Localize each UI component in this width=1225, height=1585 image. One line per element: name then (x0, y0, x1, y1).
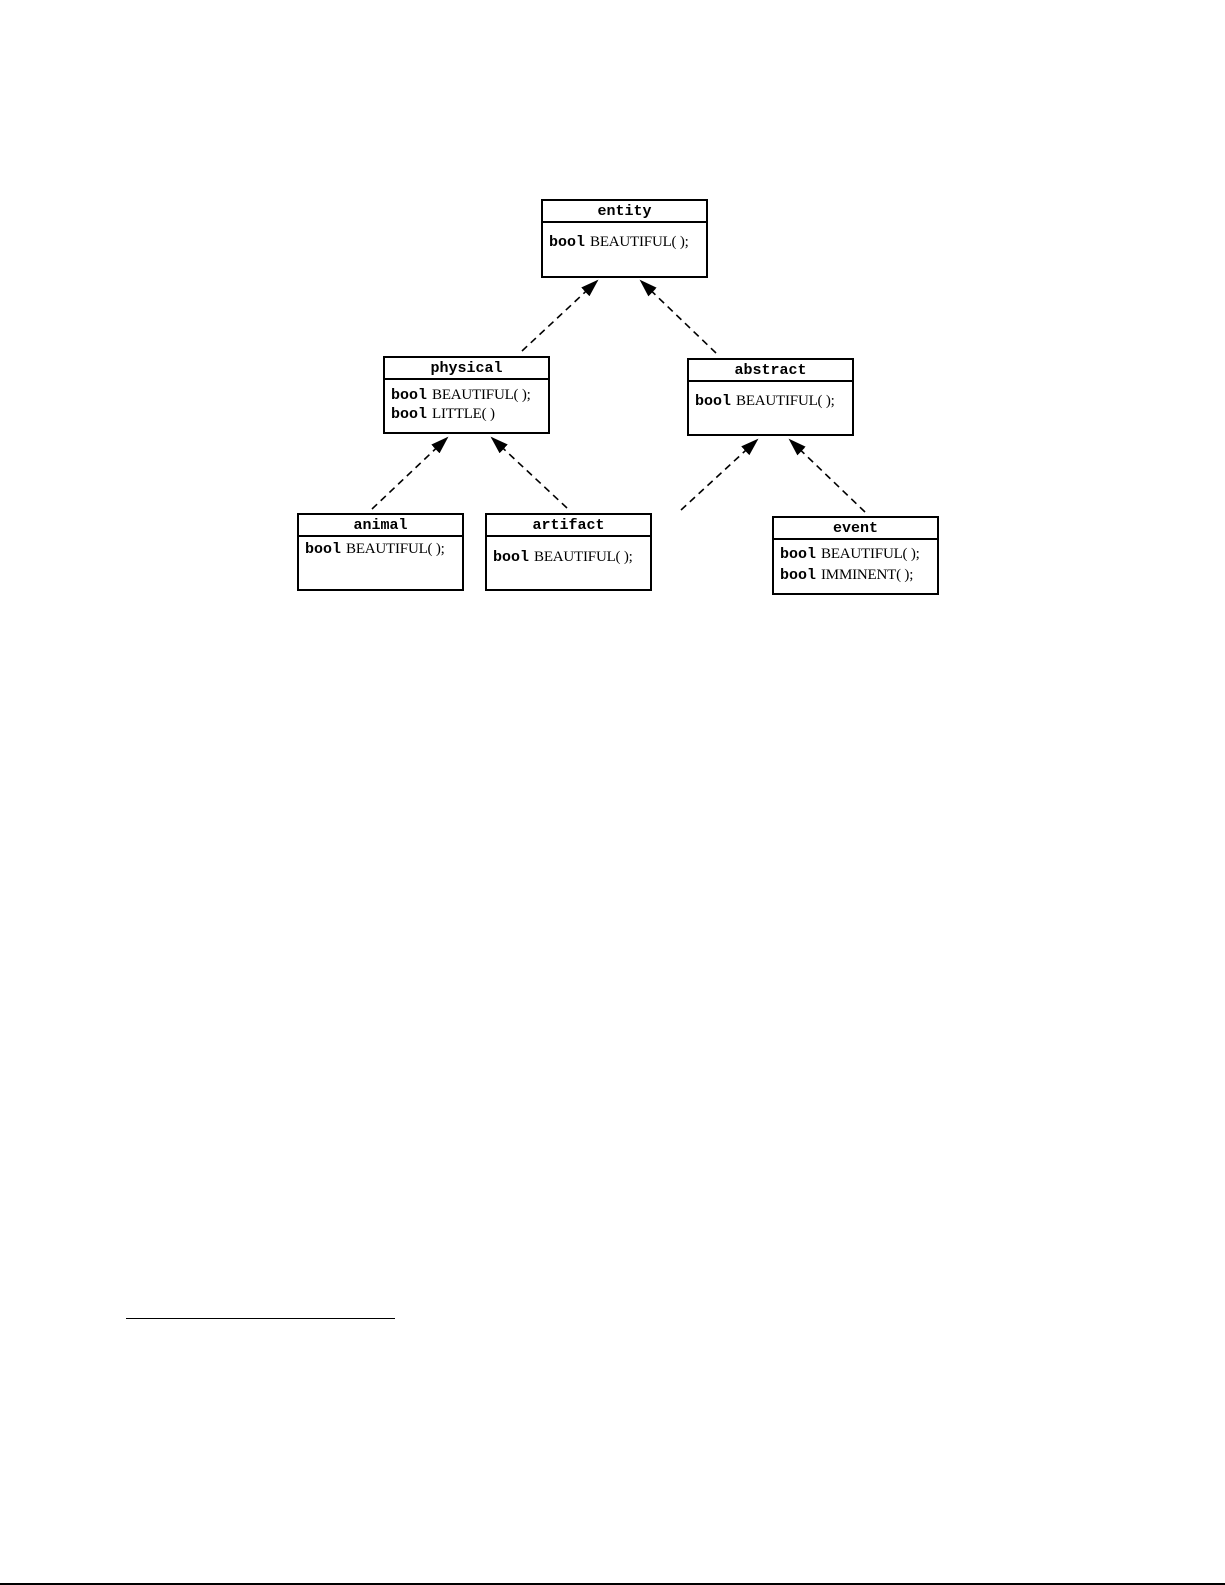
method-imminent: bool IMMINENT( ); (780, 565, 937, 586)
class-animal: animal bool BEAUTIFUL( ); (297, 513, 464, 591)
class-artifact: artifact bool BEAUTIFUL( ); (485, 513, 652, 591)
method-signature: BEAUTIFUL( ); (534, 549, 633, 565)
method-signature: LITTLE( ) (432, 406, 495, 422)
class-name: artifact (487, 515, 650, 537)
edge-unlabeled-to-abstract (681, 440, 757, 510)
method-signature: IMMINENT( ); (821, 567, 913, 583)
method-signature: BEAUTIFUL( ); (590, 234, 689, 250)
class-name: event (774, 518, 937, 540)
method-beautiful: bool BEAUTIFUL( ); (305, 540, 462, 559)
class-name: physical (385, 358, 548, 380)
method-signature: BEAUTIFUL( ); (736, 393, 835, 409)
return-type: bool (549, 234, 585, 251)
class-name: entity (543, 201, 706, 223)
method-beautiful: bool BEAUTIFUL( ); (391, 386, 548, 405)
method-signature: BEAUTIFUL( ); (821, 546, 920, 562)
edge-abstract-to-entity (641, 281, 716, 353)
return-type: bool (305, 541, 341, 558)
method-beautiful: bool BEAUTIFUL( ); (493, 548, 650, 567)
method-beautiful: bool BEAUTIFUL( ); (695, 392, 852, 411)
class-abstract: abstract bool BEAUTIFUL( ); (687, 358, 854, 436)
method-list: bool BEAUTIFUL( ); (299, 537, 462, 559)
class-name: animal (299, 515, 462, 537)
edge-animal-to-physical (372, 438, 447, 509)
return-type: bool (493, 549, 529, 566)
method-list: bool BEAUTIFUL( ); (543, 223, 706, 252)
method-beautiful: bool BEAUTIFUL( ); (780, 544, 937, 565)
edge-artifact-to-physical (492, 438, 567, 508)
return-type: bool (780, 567, 816, 584)
class-name: abstract (689, 360, 852, 382)
edge-physical-to-entity (522, 281, 597, 351)
class-entity: entity bool BEAUTIFUL( ); (541, 199, 708, 278)
edge-event-to-abstract (790, 440, 865, 512)
method-signature: BEAUTIFUL( ); (346, 541, 445, 557)
method-list: bool BEAUTIFUL( ); (689, 382, 852, 411)
return-type: bool (391, 387, 427, 404)
method-list: bool BEAUTIFUL( ); (487, 537, 650, 567)
return-type: bool (780, 546, 816, 563)
method-signature: BEAUTIFUL( ); (432, 387, 531, 403)
method-little: bool LITTLE( ) (391, 405, 548, 424)
method-beautiful: bool BEAUTIFUL( ); (549, 233, 706, 252)
return-type: bool (695, 393, 731, 410)
footnote-divider (126, 1318, 395, 1319)
return-type: bool (391, 406, 427, 423)
